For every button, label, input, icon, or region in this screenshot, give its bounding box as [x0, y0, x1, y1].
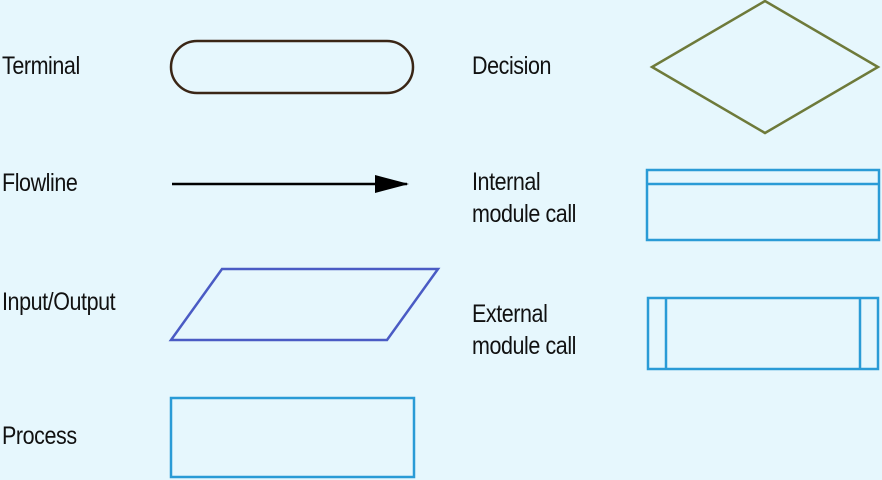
external-module-call-label-line-2: module call — [472, 332, 577, 360]
input-output-label: Input/Output — [2, 288, 116, 316]
decision-label: Decision — [472, 52, 552, 80]
decision-shape — [649, 0, 881, 135]
internal-module-call-shape — [645, 168, 881, 242]
external-module-call-label-line-1: External — [472, 300, 548, 328]
input-output-shape — [168, 267, 441, 342]
process-shape — [169, 396, 416, 479]
process-label: Process — [2, 422, 77, 450]
external-module-call-label: External module call — [472, 298, 576, 362]
internal-module-call-label-line-1: Internal — [472, 168, 541, 196]
internal-module-call-box — [645, 168, 881, 242]
terminal-shape — [169, 39, 415, 95]
terminal-label: Terminal — [2, 52, 80, 80]
external-module-call-box — [646, 296, 880, 371]
flowline-label: Flowline — [2, 169, 78, 197]
external-module-call-shape — [646, 296, 880, 371]
internal-module-call-label-line-2: module call — [472, 200, 577, 228]
internal-module-call-label: Internal module call — [472, 166, 576, 230]
